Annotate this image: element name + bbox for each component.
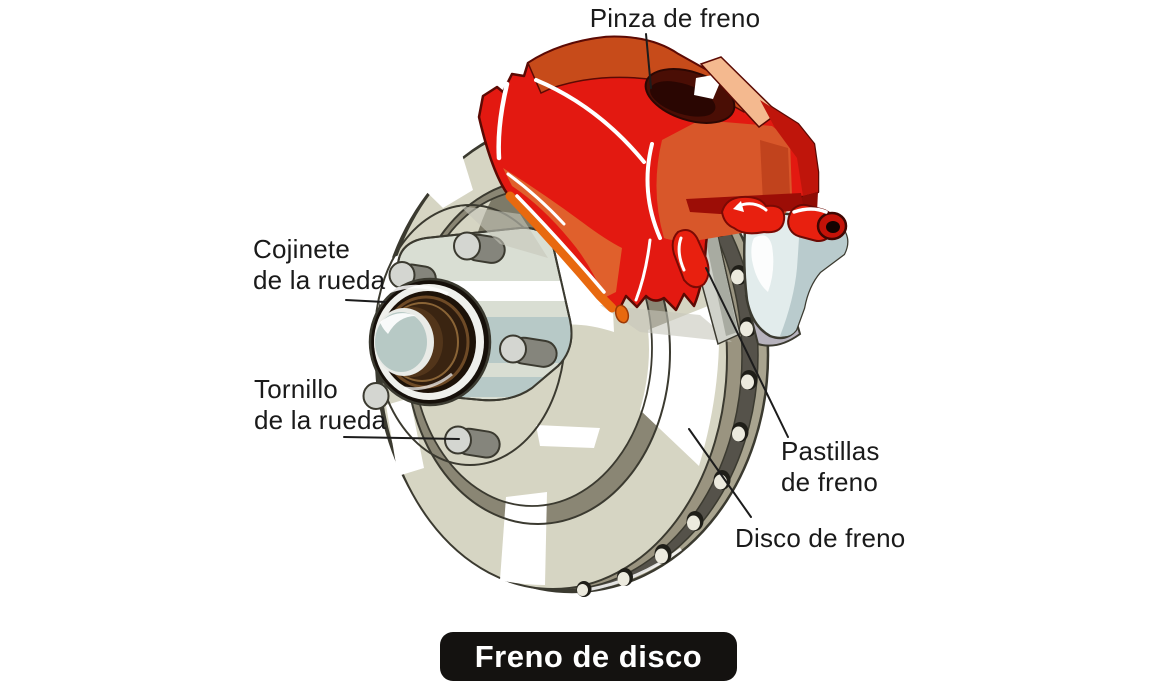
caliper-top-band: [527, 36, 762, 113]
leader-cojinete: [345, 299, 386, 303]
wheel-bolt: [444, 425, 501, 459]
hub-plate-outline: [394, 226, 573, 402]
leader-pastillas: [705, 267, 789, 438]
bracket-highlight: [751, 235, 774, 292]
paint-drip: [614, 304, 630, 324]
caliper-bracket: [683, 209, 849, 347]
diagram-title: Freno de disco: [474, 638, 703, 674]
wheel-bearing: [368, 277, 492, 407]
label-cojinete-de-la-rueda: Cojinete de la rueda: [253, 234, 386, 296]
title-badge: Freno de disco: [440, 632, 737, 681]
caliper-hook: [671, 229, 710, 289]
caliper-arch-rim: [505, 191, 617, 313]
leader-lines: [343, 33, 789, 518]
label-disco-de-freno: Disco de freno: [735, 523, 906, 553]
caliper-arch-interior: [503, 168, 622, 298]
brake-caliper: [477, 35, 848, 324]
label-pastillas-de-freno: Pastillas de freno: [781, 436, 880, 498]
leader-pinza: [645, 33, 652, 89]
bracket-shade: [780, 220, 848, 337]
label-tornillo-de-la-rueda: Tornillo de la rueda: [254, 374, 387, 436]
bearing-highlight: [380, 313, 416, 334]
caliper-facet: [760, 100, 818, 196]
wheel-hub: [362, 226, 573, 459]
label-pinza-de-freno: Pinza de freno: [589, 3, 761, 33]
leader-tornillo: [343, 436, 460, 440]
wheel-bolt: [499, 334, 558, 368]
wheel-bolt: [453, 231, 506, 264]
wheel-bolt-cap: [362, 382, 390, 410]
rim-highlight: [586, 547, 682, 592]
caliper-shadow: [460, 206, 548, 258]
caliper-shadow: [600, 305, 732, 342]
bleed-screw: [787, 203, 848, 243]
leader-disco: [688, 428, 752, 518]
